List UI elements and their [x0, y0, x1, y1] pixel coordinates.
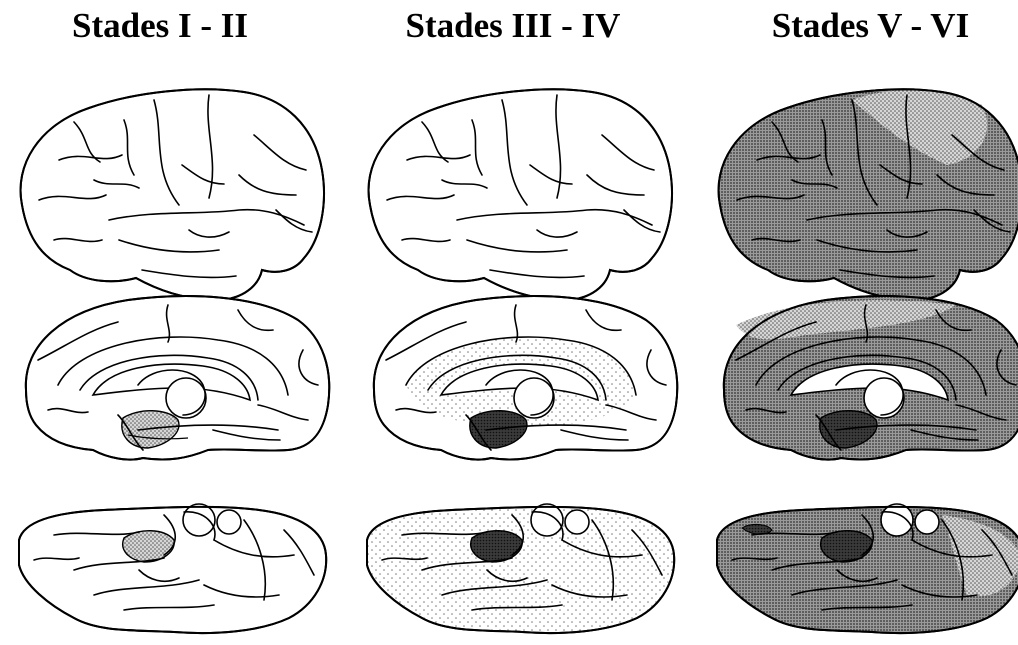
lateral-view-stage-1	[21, 89, 324, 300]
inferior-view-stage-3	[717, 504, 1018, 633]
lateral-view-stage-2	[369, 89, 672, 300]
medial-view-stage-2	[374, 296, 677, 460]
inferior-view-stage-1	[19, 504, 326, 633]
medial-view-stage-1	[26, 296, 329, 460]
lateral-view-stage-3	[719, 89, 1018, 300]
medial-view-stage-3	[724, 296, 1018, 460]
inferior-view-stage-2	[367, 504, 674, 633]
